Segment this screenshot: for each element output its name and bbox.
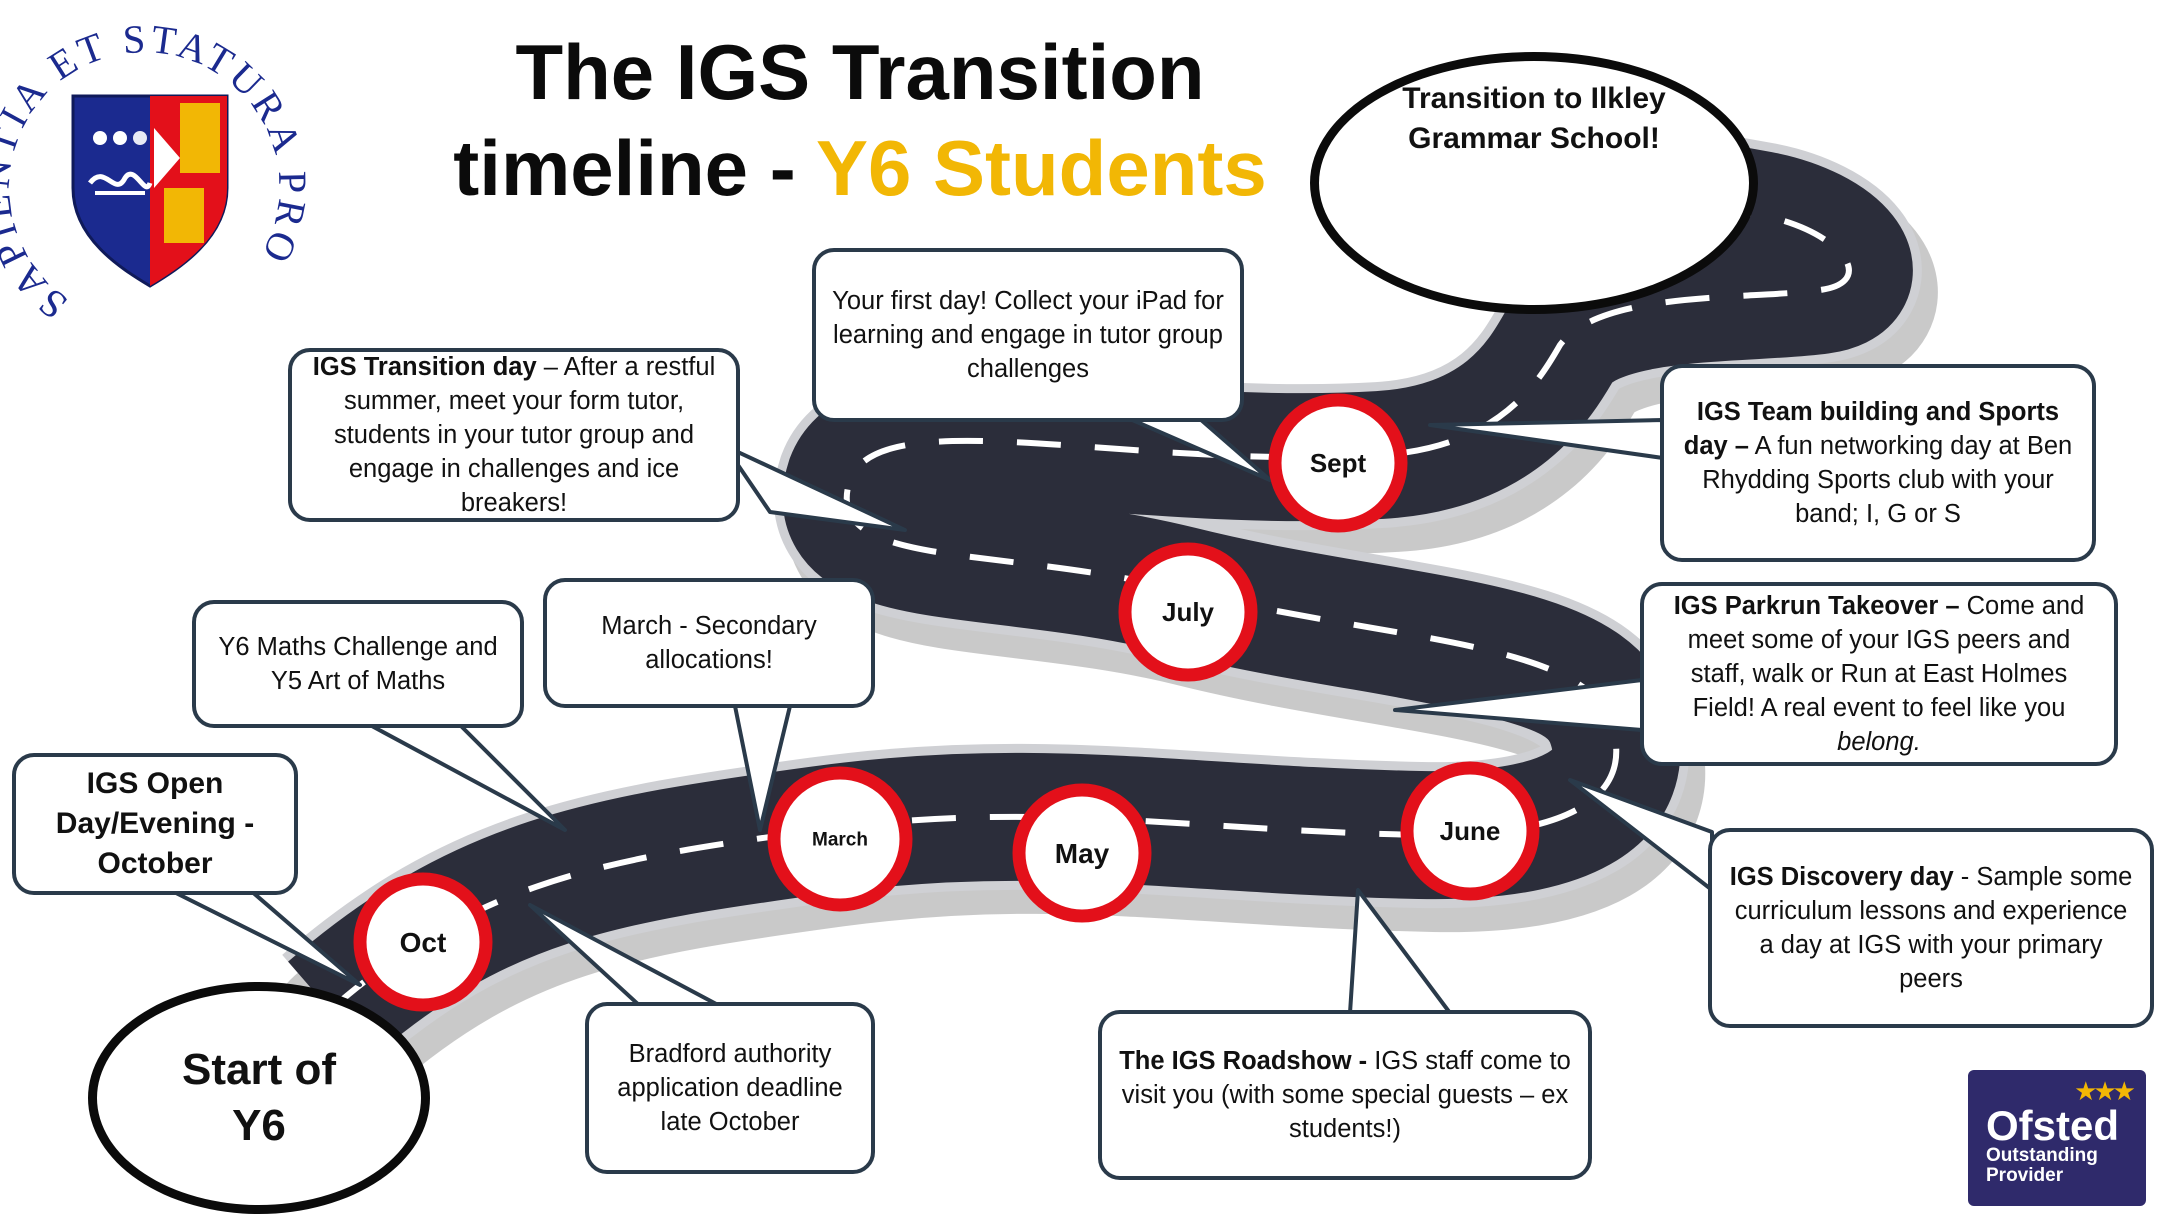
month-markers: Oct March May June July Sept [353, 393, 1540, 1012]
marker-label: June [1440, 816, 1501, 846]
start-oval: Start of Y6 [88, 982, 430, 1214]
road-center-line [328, 187, 1852, 1013]
bubble-pointers [168, 417, 1714, 1015]
marker-oct: Oct [353, 872, 493, 1012]
bubble-open-day: IGS Open Day/Evening - October [12, 753, 298, 895]
marker-label: July [1162, 597, 1215, 627]
transition-day-bold: IGS Transition day [312, 353, 537, 381]
title-line-1: The IGS Transition [515, 28, 1205, 116]
bubble-discovery: IGS Discovery day - Sample some curricul… [1708, 828, 2154, 1028]
open-day-text: IGS Open Day/Evening - October [55, 767, 255, 880]
team-text: A fun networking day at Ben Rhydding Spo… [1702, 432, 2073, 528]
pointer-transition-day [723, 444, 907, 532]
bubble-roadshow: The IGS Roadshow - IGS staff come to vis… [1098, 1010, 1592, 1180]
parkrun-text: Come and meet some of your IGS peers and… [1687, 592, 2085, 722]
marker-ring [1118, 542, 1258, 682]
march-text: March - Secondary allocations! [601, 612, 817, 674]
ofsted-logo: ★★★ Ofsted Outstanding Provider [1968, 1070, 2146, 1206]
igs-crest-icon [71, 94, 229, 288]
marker-june: June [1400, 761, 1540, 901]
team-bold: IGS Team building and Sports day – [1683, 398, 2060, 460]
discovery-bold: IGS Discovery day [1729, 863, 1954, 891]
marker-ring [1012, 783, 1152, 923]
end-oval: Transition to Ilkley Grammar School! [1310, 52, 1758, 314]
roadshow-bold: The IGS Roadshow - [1119, 1047, 1368, 1075]
title-accent: Y6 Students [815, 124, 1267, 212]
ofsted-line-2: Provider [1986, 1165, 2064, 1186]
marker-july: July [1118, 542, 1258, 682]
marker-march: March [767, 766, 913, 912]
title-line-2-text: timeline - [453, 124, 816, 212]
first-day-text: Your first day! Collect your iPad for le… [832, 287, 1224, 383]
bubble-transition-day: IGS Transition day – After a restful sum… [288, 348, 740, 522]
ofsted-brand: Ofsted [1986, 1102, 2120, 1149]
marker-ring [1268, 393, 1408, 533]
maths-text: Y6 Maths Challenge and Y5 Art of Maths [218, 633, 498, 695]
bubble-parkrun: IGS Parkrun Takeover – Come and meet som… [1640, 582, 2118, 766]
bubble-bradford: Bradford authority application deadline … [585, 1002, 875, 1174]
end-line-1: Transition to Ilkley [1402, 82, 1666, 115]
transition-day-text: – After a restful summer, meet your form… [333, 353, 716, 517]
bradford-text: Bradford authority application deadline … [617, 1040, 843, 1136]
bubble-first-day: Your first day! Collect your iPad for le… [812, 248, 1244, 422]
marker-label: Sept [1310, 448, 1367, 478]
title-line-2: timeline - Y6 Students [420, 120, 1300, 216]
start-line-2: Y6 [232, 1101, 286, 1150]
bubble-team: IGS Team building and Sports day – A fun… [1660, 364, 2096, 562]
roadshow-text: IGS staff come to visit you (with some s… [1121, 1047, 1571, 1143]
marker-may: May [1012, 783, 1152, 923]
page-title: The IGS Transition timeline - Y6 Student… [420, 24, 1300, 216]
discovery-text: - Sample some curriculum lessons and exp… [1734, 863, 2133, 993]
marker-ring [767, 766, 913, 912]
ofsted-stars-icon: ★★★ [2074, 1076, 2136, 1106]
marker-label: March [812, 830, 868, 851]
start-line-1: Start of [182, 1045, 336, 1094]
ofsted-line-1: Outstanding [1986, 1145, 2098, 1166]
marker-label: May [1055, 838, 1110, 869]
end-line-2: Grammar School! [1408, 122, 1660, 155]
bubble-maths: Y6 Maths Challenge and Y5 Art of Maths [192, 600, 524, 728]
marker-label: Oct [400, 927, 447, 958]
bubble-march: March - Secondary allocations! [543, 578, 875, 708]
marker-sept: Sept [1268, 393, 1408, 533]
parkrun-bold: IGS Parkrun Takeover – [1673, 592, 1960, 620]
marker-ring [1400, 761, 1540, 901]
pointer-maths [368, 723, 567, 832]
parkrun-italic: belong. [1837, 728, 1921, 756]
marker-ring [353, 872, 493, 1012]
